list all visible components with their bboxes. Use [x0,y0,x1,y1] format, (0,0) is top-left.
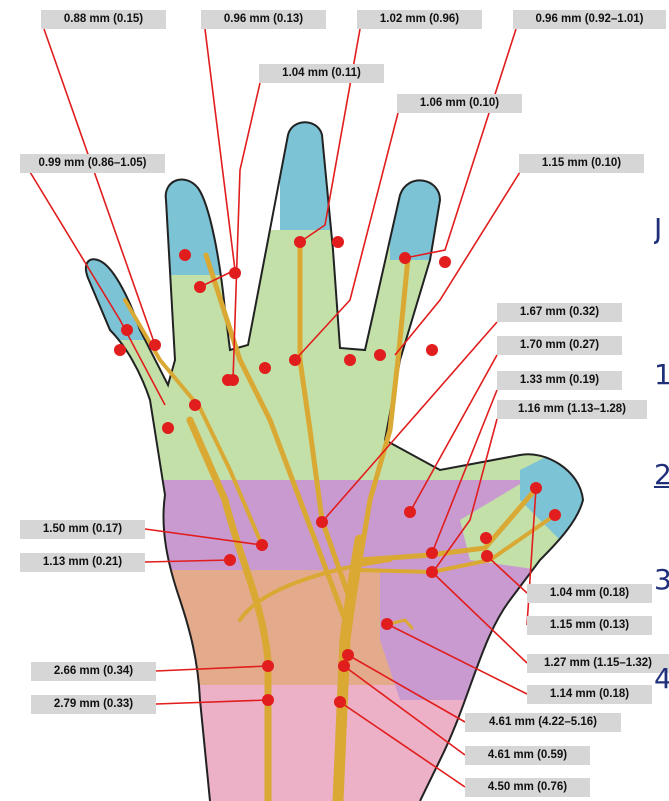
edge-glyph: 1 [654,360,669,390]
measurement-marker [426,566,438,578]
measurement-marker [381,618,393,630]
edge-glyph: 2 [654,460,669,490]
measurement-marker [480,532,492,544]
measurement-label: 2.66 mm (0.34) [31,662,156,681]
measurement-label: 0.88 mm (0.15) [41,10,166,29]
measurement-label: 1.70 mm (0.27) [497,336,622,355]
measurement-marker [344,354,356,366]
measurement-marker [259,362,271,374]
measurement-marker [121,324,133,336]
measurement-label: 1.04 mm (0.18) [527,584,652,603]
measurement-label: 1.02 mm (0.96) [357,10,482,29]
measurement-marker [224,554,236,566]
measurement-marker [399,252,411,264]
measurement-marker [149,339,161,351]
measurement-marker [256,539,268,551]
measurement-marker [194,281,206,293]
measurement-label: 1.16 mm (1.13–1.28) [497,400,647,419]
measurement-marker [229,267,241,279]
measurement-marker [404,506,416,518]
measurement-label: 0.96 mm (0.92–1.01) [513,10,666,29]
measurement-marker [332,236,344,248]
fingertip-zone-ring [390,160,450,260]
edge-glyph: J [654,214,669,244]
measurement-label: 1.13 mm (0.21) [20,553,145,572]
measurement-marker [262,660,274,672]
measurement-label: 1.67 mm (0.32) [497,303,622,322]
fingertip-zone-index [160,170,240,275]
measurement-label: 0.96 mm (0.13) [201,10,326,29]
measurement-marker [222,374,234,386]
measurement-label: 1.15 mm (0.13) [527,616,652,635]
measurement-marker [316,516,328,528]
measurement-label: 1.06 mm (0.10) [397,94,522,113]
measurement-marker [374,349,386,361]
measurement-label: 1.15 mm (0.10) [519,154,644,173]
measurement-marker [426,344,438,356]
edge-glyph: 4 [654,664,669,694]
measurement-marker [162,422,174,434]
measurement-marker [114,344,126,356]
measurement-label: 4.61 mm (0.59) [465,746,590,765]
measurement-label: 4.61 mm (4.22–5.16) [465,713,621,732]
measurement-marker [262,694,274,706]
measurement-marker [179,249,191,261]
fingertip-zone-middle [280,110,340,230]
measurement-marker [342,649,354,661]
measurement-label: 1.33 mm (0.19) [497,371,622,390]
measurement-marker [338,660,350,672]
measurement-label: 1.50 mm (0.17) [20,520,145,539]
measurement-marker [530,482,542,494]
measurement-label: 1.04 mm (0.11) [259,64,384,83]
measurement-label: 1.14 mm (0.18) [527,685,652,704]
measurement-marker [439,256,451,268]
measurement-marker [481,550,493,562]
measurement-label: 2.79 mm (0.33) [31,695,156,714]
edge-glyph: 3 [654,565,669,595]
measurement-marker [549,509,561,521]
measurement-marker [334,696,346,708]
measurement-marker [426,547,438,559]
measurement-label: 4.50 mm (0.76) [465,778,590,797]
measurement-label: 1.27 mm (1.15–1.32) [527,654,669,673]
measurement-marker [189,399,201,411]
measurement-marker [289,354,301,366]
measurement-marker [294,236,306,248]
measurement-label: 0.99 mm (0.86–1.05) [20,154,165,173]
